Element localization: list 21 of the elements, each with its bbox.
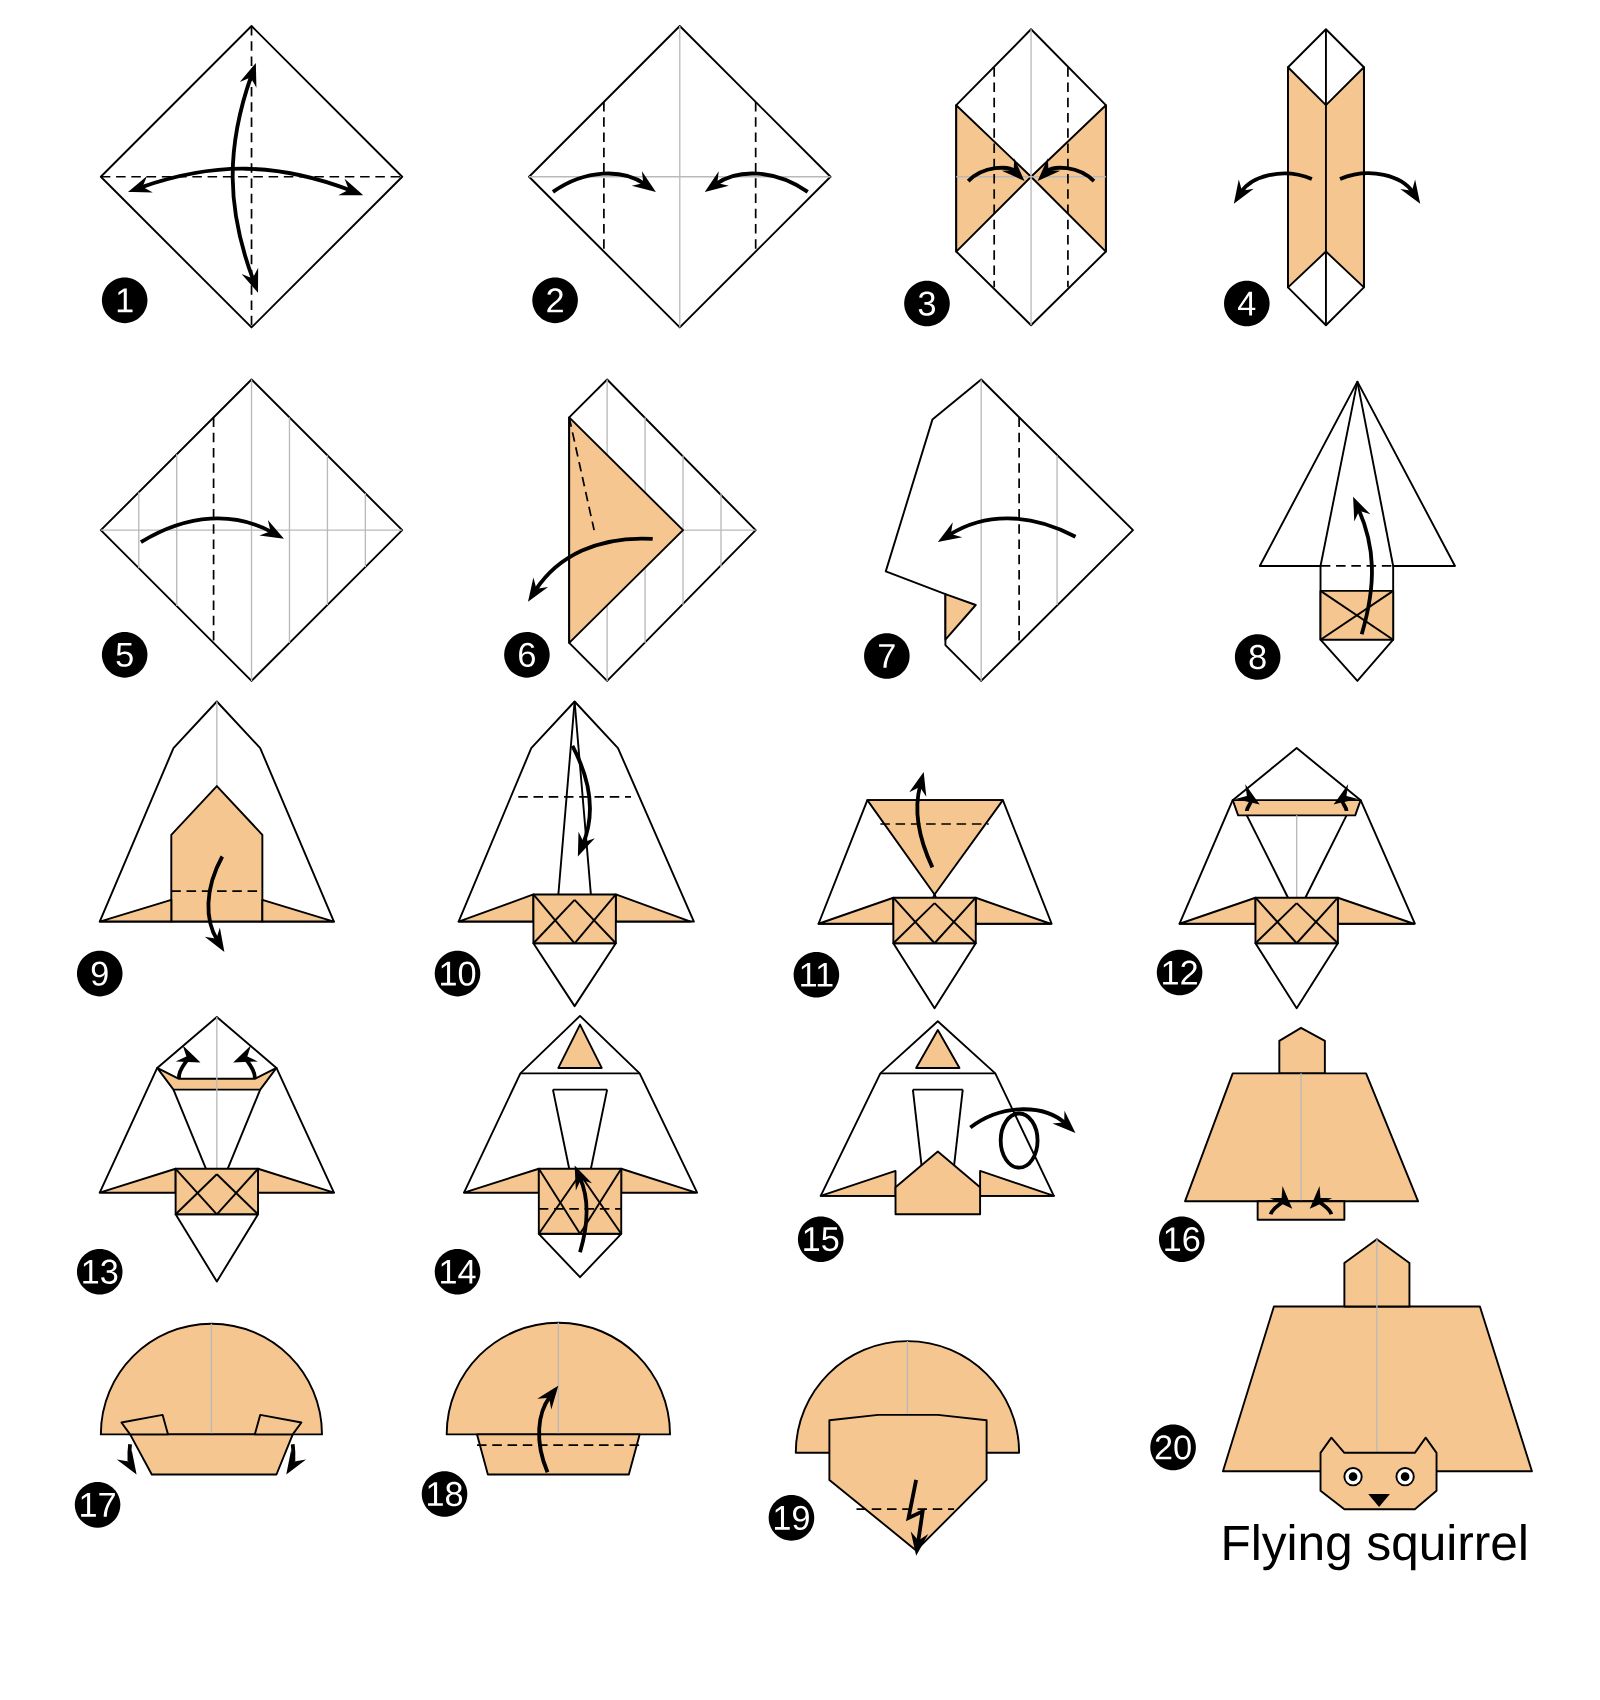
step-number: 5: [101, 632, 148, 678]
step-number: 13: [76, 1249, 123, 1295]
step-number: 6: [504, 632, 550, 678]
step-number: 16: [1158, 1216, 1205, 1262]
step-number: 18: [421, 1471, 468, 1517]
step-number: 11: [793, 951, 840, 998]
step-number: 17: [74, 1482, 121, 1528]
title: Flying squirrel: [1224, 1524, 1526, 1571]
step-number: 20: [1150, 1424, 1196, 1471]
step-number: 1: [101, 277, 148, 324]
step-number: 10: [434, 950, 481, 997]
step-number: 15: [797, 1216, 844, 1262]
step-number: 3: [904, 280, 950, 327]
step-number: 12: [1156, 949, 1203, 996]
step-number: 2: [532, 277, 578, 324]
step-number: 19: [768, 1495, 815, 1541]
step-number: 9: [76, 950, 123, 997]
step-number: 4: [1223, 280, 1270, 327]
step-number: 8: [1234, 634, 1281, 680]
step-number: 7: [863, 633, 910, 679]
step-number: 14: [434, 1249, 481, 1295]
